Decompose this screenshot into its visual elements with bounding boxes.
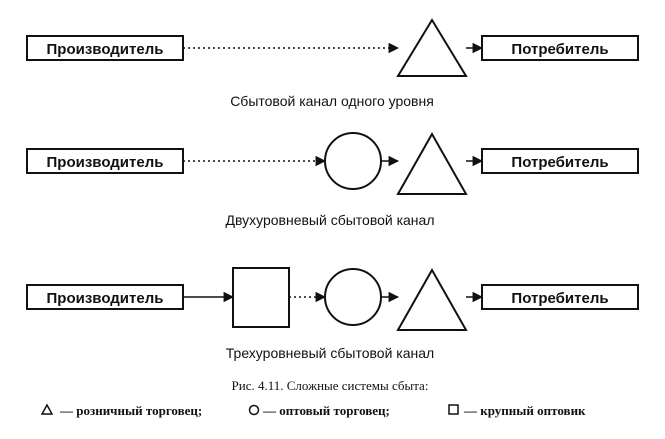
wholesaler-circle [324,268,382,326]
producer-label: Производитель [47,154,164,171]
consumer-label: Потребитель [511,154,608,171]
consumer-box [481,148,639,174]
circle-icon [248,404,260,416]
triangle-icon [40,403,54,415]
consumer-label: Потребитель [511,290,608,307]
consumer-label: Потребитель [511,41,608,58]
producer-label: Производитель [47,290,164,307]
channel-row-one-level: Производитель Потребитель Сбытовой канал… [26,18,639,109]
large-wholesaler-square [232,267,290,328]
legend-large-wholesaler: — крупный оптовик [463,403,586,418]
consumer-box [481,284,639,310]
wholesaler-circle [324,132,382,190]
channel-caption: Сбытовой канал одного уровня [230,93,434,109]
legend-retailer: — розничный торговец; [59,403,202,418]
retailer-triangle [396,131,468,195]
channel-caption: Двухуровневый сбытовой канал [226,212,435,228]
retailer-triangle [396,267,468,331]
channel-row-three-level: Производитель Потребитель Трехуровневый … [26,267,639,361]
consumer-box [481,35,639,61]
channel-caption: Трехуровневый сбытовой канал [226,345,434,361]
retailer-triangle [396,18,468,77]
figure-caption: Рис. 4.11. Сложные системы сбыта: [232,378,429,393]
producer-label: Производитель [47,41,164,58]
channel-row-two-level: Производитель Потребитель Двухуровневый … [26,131,639,228]
square-icon [448,404,459,415]
legend: — розничный торговец; — оптовый торговец… [40,403,586,418]
legend-wholesaler: — оптовый торговец; [262,403,390,418]
